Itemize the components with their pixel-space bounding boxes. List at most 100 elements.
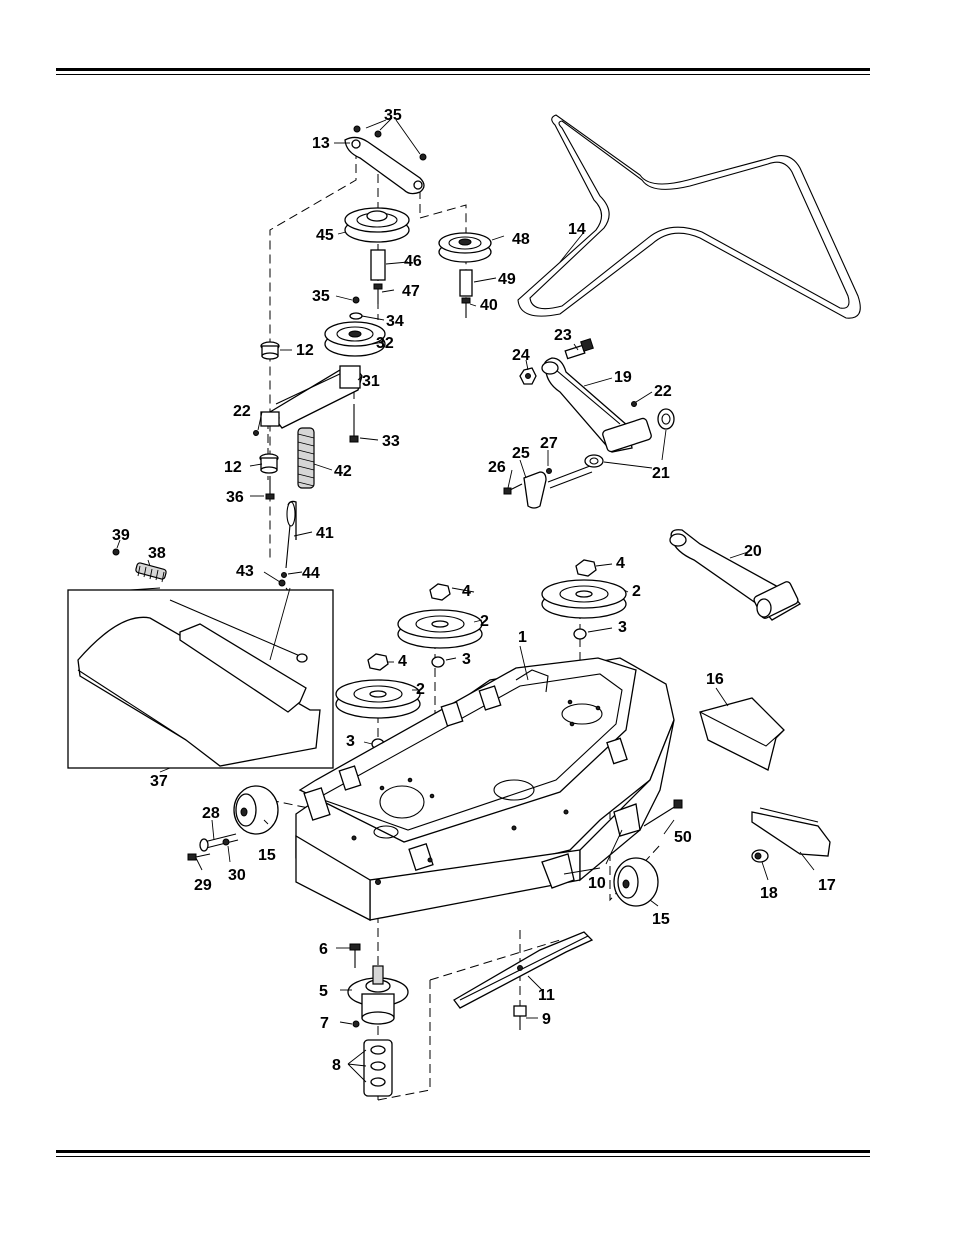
callout-34: 34 xyxy=(386,313,404,330)
callout-40: 40 xyxy=(480,297,498,314)
callout-2-center: 2 xyxy=(480,613,489,630)
callout-24: 24 xyxy=(512,347,530,364)
nut-22-left xyxy=(253,430,259,436)
bolt-6 xyxy=(349,943,361,968)
pulley-2-left xyxy=(335,679,421,719)
nut-27 xyxy=(546,468,552,474)
nut-35a xyxy=(353,125,361,133)
deck-housing-1 xyxy=(295,657,675,922)
nut-4-center xyxy=(429,583,451,601)
callout-4-left: 4 xyxy=(398,653,407,670)
callout-8: 8 xyxy=(332,1057,341,1074)
callout-10: 10 xyxy=(588,875,606,892)
bolt-23 xyxy=(564,338,594,360)
callout-1: 1 xyxy=(518,629,527,646)
pulley-48 xyxy=(438,232,492,263)
callout-29: 29 xyxy=(194,877,212,894)
header-rule-bottom xyxy=(56,74,870,75)
nut-24 xyxy=(519,367,537,385)
callout-5: 5 xyxy=(319,983,328,1000)
callout-43: 43 xyxy=(236,563,254,580)
callout-50: 50 xyxy=(674,829,692,846)
nut-4-right xyxy=(575,559,597,577)
header-rule-top xyxy=(56,68,870,71)
callout-labels: 1 2 2 2 3 3 3 4 4 4 5 6 7 8 9 10 11 12 1… xyxy=(112,107,836,1074)
spacer-set-8 xyxy=(363,1039,393,1097)
knob-18 xyxy=(751,849,769,863)
idler-bracket-13 xyxy=(344,136,425,195)
callout-18: 18 xyxy=(760,885,778,902)
belt-14 xyxy=(517,114,861,319)
callout-25: 25 xyxy=(512,445,530,462)
callout-26: 26 xyxy=(488,459,506,476)
pivot-bracket-25 xyxy=(523,465,593,509)
nut-44 xyxy=(281,572,287,578)
callout-16: 16 xyxy=(706,671,724,688)
callout-2-left: 2 xyxy=(416,681,425,698)
callout-42: 42 xyxy=(334,463,352,480)
bushing-21-upper xyxy=(657,408,675,430)
bolt-50 xyxy=(643,799,683,827)
footer-rule-top xyxy=(56,1150,870,1153)
nut-4-left xyxy=(367,653,389,671)
callout-27: 27 xyxy=(540,435,558,452)
leader-lines xyxy=(116,117,815,1083)
bolt-36 xyxy=(265,476,275,500)
eyebolt-41 xyxy=(285,500,297,569)
callout-14: 14 xyxy=(568,221,586,238)
deflector-inset-37 xyxy=(67,587,334,769)
bolt-28 xyxy=(199,833,239,852)
wheel-bracket-10 xyxy=(541,803,641,889)
spacer-49 xyxy=(459,269,473,297)
cover-16 xyxy=(699,697,785,771)
nut-35b xyxy=(374,130,382,138)
callout-15-left: 15 xyxy=(258,847,276,864)
callout-15-right: 15 xyxy=(652,911,670,928)
callout-47: 47 xyxy=(402,283,420,300)
bushing-12-bottom xyxy=(259,453,279,474)
bushing-21-lower xyxy=(584,454,604,468)
blade-11 xyxy=(453,931,594,1009)
pin-39 xyxy=(112,548,120,556)
spacer-46 xyxy=(370,249,386,281)
callout-3-left: 3 xyxy=(346,733,355,750)
callout-17: 17 xyxy=(818,877,836,894)
bolt-40 xyxy=(461,297,471,318)
idler-arm-19 xyxy=(541,357,652,453)
callout-44: 44 xyxy=(302,565,320,582)
bushing-12-top xyxy=(260,341,280,360)
footer-rule-bottom xyxy=(56,1156,870,1157)
nut-22-right xyxy=(631,401,637,407)
callout-48: 48 xyxy=(512,231,530,248)
anti-scalp-wheel-15-right xyxy=(613,857,659,907)
callout-41: 41 xyxy=(316,525,334,542)
callout-35-top: 35 xyxy=(384,107,402,124)
callout-3-center: 3 xyxy=(462,651,471,668)
pulley-32 xyxy=(324,321,386,357)
callout-33: 33 xyxy=(382,433,400,450)
callout-11: 11 xyxy=(538,987,555,1004)
callout-7: 7 xyxy=(320,1015,329,1032)
idler-arm-31 xyxy=(260,365,363,429)
nut-35d xyxy=(352,296,360,304)
anti-scalp-wheel-15-left xyxy=(233,785,279,835)
callout-2-right: 2 xyxy=(632,583,641,600)
bolt-33 xyxy=(349,404,359,443)
bolt-47 xyxy=(373,283,383,304)
callout-39: 39 xyxy=(112,527,130,544)
spacer-3-right xyxy=(573,628,587,640)
callout-31: 31 xyxy=(362,373,380,390)
callout-35-mid: 35 xyxy=(312,288,330,305)
callout-6: 6 xyxy=(319,941,328,958)
callout-30: 30 xyxy=(228,867,246,884)
callout-38: 38 xyxy=(148,545,166,562)
spring-42 xyxy=(297,427,315,489)
callout-32: 32 xyxy=(376,335,394,352)
callout-37: 37 xyxy=(150,773,168,790)
bolt-29 xyxy=(187,853,211,861)
callout-19: 19 xyxy=(614,369,632,386)
callout-13: 13 xyxy=(312,135,330,152)
callout-36: 36 xyxy=(226,489,244,506)
callout-49: 49 xyxy=(498,271,516,288)
